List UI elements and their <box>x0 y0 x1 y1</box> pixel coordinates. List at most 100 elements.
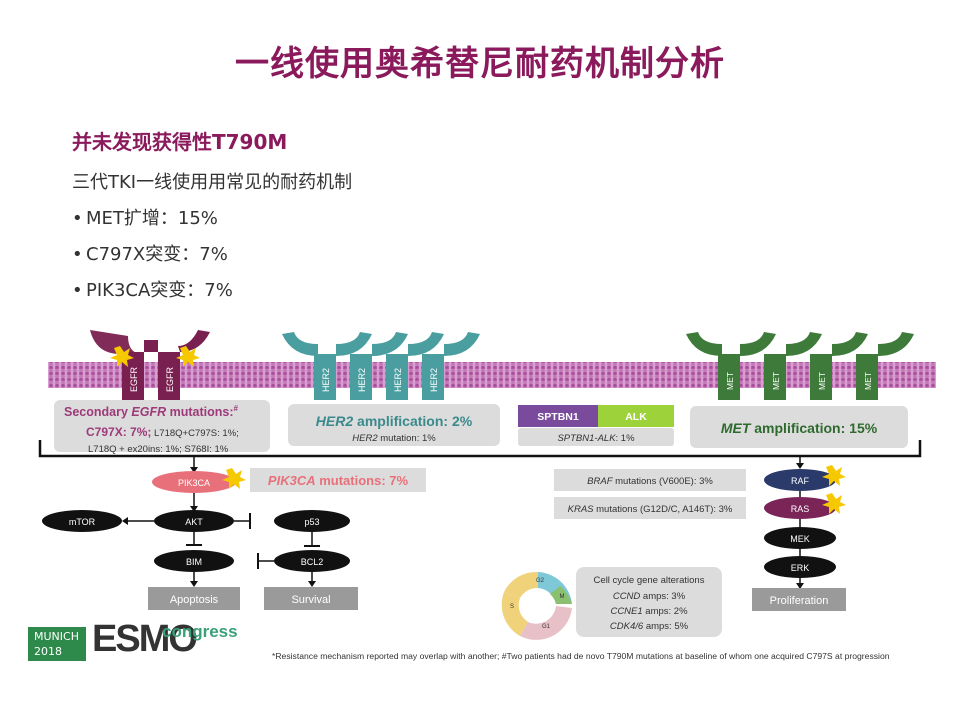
arrow-head-icon <box>308 581 316 587</box>
pik3ca-mutation-box <box>250 468 426 492</box>
apoptosis-box <box>148 587 240 610</box>
mutation-star-icon <box>822 465 846 486</box>
raf-node <box>764 469 836 491</box>
mtor-node <box>42 510 122 532</box>
cell-cycle-title: Cell cycle gene alterations <box>594 575 705 586</box>
secondary-egfr-box <box>54 400 270 452</box>
ccnd-text: CCND amps: 3% <box>613 591 686 602</box>
cell-membrane <box>48 362 936 388</box>
bullet-item: •C797X突变：7% <box>72 240 228 266</box>
bcl2-label: BCL2 <box>301 557 324 567</box>
bim-label: BIM <box>186 557 202 567</box>
bullet-item: •MET扩增：15% <box>72 204 218 230</box>
met-label: MET <box>725 372 735 390</box>
proliferation-box <box>752 588 846 611</box>
bullet-icon: • <box>72 244 83 265</box>
met-label: MET <box>817 372 827 390</box>
erk-label: ERK <box>791 563 810 573</box>
mek-label: MEK <box>790 534 810 544</box>
p53-label: p53 <box>304 517 319 527</box>
cycle-s-label: S <box>510 604 514 610</box>
arrow-head-icon <box>122 517 128 525</box>
her2-amplification-box <box>288 404 500 446</box>
survival-box <box>264 587 358 610</box>
bullet-icon: • <box>72 208 83 229</box>
bcl2-node <box>274 550 350 572</box>
cycle-m-label: M <box>560 594 565 600</box>
bullet-text: PIK3CA突变：7% <box>86 280 233 301</box>
her2-label: HER2 <box>321 368 331 392</box>
pik3ca-node <box>152 471 236 493</box>
mtor-label: mTOR <box>69 517 96 527</box>
fusion-text: SPTBN1-ALK: 1% <box>557 433 635 444</box>
bullet-icon: • <box>72 280 83 301</box>
resistance-pathway-diagram: EGFR EGFR HER2 HER2 HER2 HER2 MET MET ME… <box>38 330 936 640</box>
her2-label: HER2 <box>429 368 439 392</box>
fusion-box <box>518 428 674 446</box>
survival-label: Survival <box>291 594 330 606</box>
secondary-egfr-line3: L718Q + ex20ins: 1%; S768I: 1% <box>88 444 229 455</box>
mutation-star-icon <box>822 493 846 514</box>
braf-text: BRAF mutations (V600E): 3% <box>587 476 713 487</box>
raf-label: RAF <box>791 476 810 486</box>
alk-label: ALK <box>625 411 647 423</box>
arrow-head-icon <box>190 467 198 473</box>
page-title: 一线使用奥希替尼耐药机制分析 <box>235 44 725 84</box>
logo-city: MUNICH <box>34 630 79 643</box>
arrow-head-icon <box>796 583 804 589</box>
erk-node <box>764 556 836 578</box>
cycle-g2-label: G2 <box>536 578 545 584</box>
ras-label: RAS <box>791 504 810 514</box>
her2-mutation-text: HER2 mutation: 1% <box>352 433 436 444</box>
egfr-label: EGFR <box>165 366 175 392</box>
cell-cycle-ring: G2 M S G1 <box>501 571 572 640</box>
met-label: MET <box>771 372 781 390</box>
logo-year: 2018 <box>34 645 62 658</box>
pik3ca-node-label: PIK3CA <box>178 478 210 488</box>
pik3ca-mutation-text: PIK3CA mutations: 7% <box>268 473 409 488</box>
mutation-star-icon <box>222 468 246 489</box>
alk-block <box>598 405 674 427</box>
arrow-head-icon <box>796 463 804 469</box>
met-amplification-box <box>690 406 908 448</box>
braf-box <box>554 469 746 491</box>
p53-node <box>274 510 350 532</box>
cell-cycle-box <box>576 567 722 637</box>
kras-text: KRAS mutations (G12D/C, A146T): 3% <box>568 504 733 515</box>
ccne1-text: CCNE1 amps: 2% <box>610 606 688 617</box>
mek-node <box>764 527 836 549</box>
cdk-text: CDK4/6 amps: 5% <box>610 621 689 632</box>
mutation-star-icon <box>176 346 200 367</box>
signal-bracket <box>38 440 922 458</box>
her2-label: HER2 <box>393 368 403 392</box>
bim-node <box>154 550 234 572</box>
congress-logo-badge: MUNICH 2018 <box>28 627 86 661</box>
arrow-head-icon <box>190 581 198 587</box>
bullet-text: C797X突变：7% <box>86 244 228 265</box>
arrow-head-icon <box>190 506 198 512</box>
cycle-g1-label: G1 <box>542 624 551 630</box>
congress-logo-text: congress <box>162 622 238 641</box>
apoptosis-label: Apoptosis <box>170 594 219 606</box>
her2-label: HER2 <box>357 368 367 392</box>
met-label: MET <box>863 372 873 390</box>
subheading: 并未发现获得性T790M <box>72 130 288 154</box>
mutation-star-icon <box>110 346 134 367</box>
kras-box <box>554 497 746 519</box>
akt-label: AKT <box>185 517 203 527</box>
footnote: *Resistance mechanism reported may overl… <box>272 651 890 661</box>
secondary-egfr-title: Secondary EGFR mutations:# <box>64 404 238 419</box>
bullet-text: MET扩增：15% <box>86 208 218 229</box>
secondary-egfr-line2: C797X: 7%; L718Q+C797S: 1%; <box>86 425 239 439</box>
bullet-item: •PIK3CA突变：7% <box>72 276 233 302</box>
egfr-label: EGFR <box>129 366 139 392</box>
intro-text: 三代TKI一线使用用常见的耐药机制 <box>72 172 353 193</box>
proliferation-label: Proliferation <box>770 595 829 607</box>
her2-receptors <box>282 332 480 400</box>
sptbn1-label: SPTBN1 <box>537 411 579 423</box>
sptbn1-block <box>518 405 598 427</box>
ras-node <box>764 497 836 519</box>
met-amplification-title: MET amplification: 15% <box>721 420 878 436</box>
akt-node <box>154 510 234 532</box>
her2-amplification-title: HER2 amplification: 2% <box>316 413 473 429</box>
